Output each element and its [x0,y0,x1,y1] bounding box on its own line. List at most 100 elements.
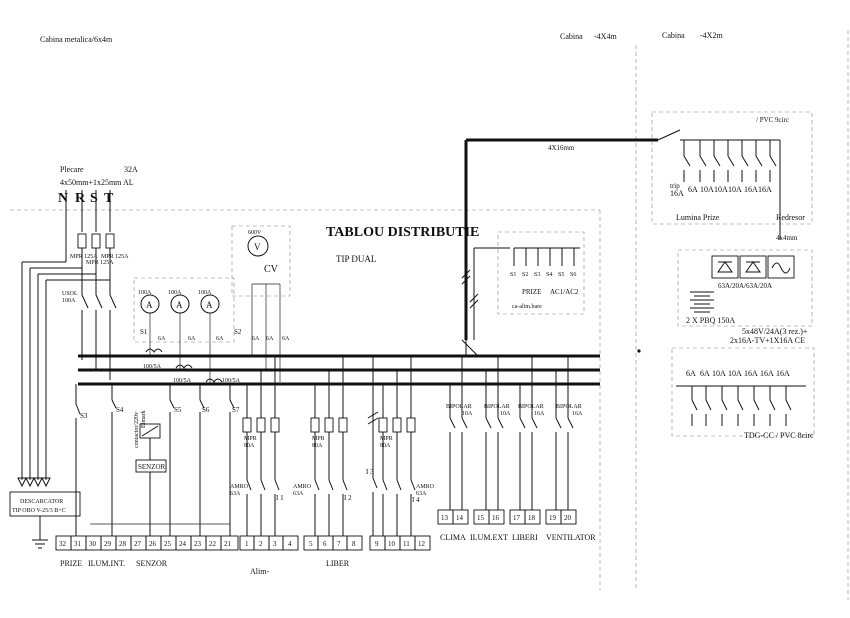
arrester-leads [17,261,110,488]
svg-text:AMRO: AMRO [293,484,312,490]
svg-text:17: 17 [513,514,521,522]
svg-text:BIPOLAR: BIPOLAR [484,404,510,410]
svg-text:trip: trip [670,182,680,190]
sockets-box [497,231,585,315]
svg-text:80A: 80A [244,443,255,449]
switch-s6: S6 [202,406,210,414]
svg-text:30: 30 [89,540,97,548]
svg-text:80A: 80A [380,443,391,449]
amro-group-1: MPR 80A AMRO 63A I 1 [230,356,284,536]
svg-text:A: A [206,300,213,310]
right-top-title: / PVC 9circ [756,116,789,124]
switch-s7: S7 [232,406,240,414]
svg-text:6A: 6A [688,185,698,194]
svg-text:23: 23 [194,540,202,548]
svg-text:S3: S3 [534,272,540,278]
svg-text:S1: S1 [140,328,148,336]
right-mid-cable: 4x4mm [776,234,798,242]
svg-text:S6: S6 [570,272,576,278]
label-senzor: SENZOR [136,559,168,568]
svg-text:10A: 10A [700,185,714,194]
svg-text:80A: 80A [312,443,323,449]
feed-current: 32A [124,165,138,174]
socket-breakers [513,247,580,266]
svg-text:63A: 63A [293,491,304,497]
svg-text:28: 28 [119,540,127,548]
svg-text:16A: 16A [776,369,790,378]
svg-text:8: 8 [352,540,356,548]
label-liberi: LIBERI [512,533,538,542]
svg-text:10A: 10A [712,369,726,378]
svg-text:25: 25 [164,540,172,548]
label-liber: LIBER [326,559,350,568]
cabinet-left-label: Cabina metalica/6x4m [40,35,113,44]
bipolar-1: BIPOLAR 10A [446,356,473,510]
svg-text:16A: 16A [670,189,684,198]
svg-text:16A: 16A [760,369,774,378]
switch-s4: S4 [116,406,124,414]
svg-text:BIPOLAR: BIPOLAR [446,404,472,410]
cabinet-mid-cable: -4X4m [594,32,617,41]
sockets-caption: ca-alim.bare [512,304,542,310]
svg-text:BIPOLAR: BIPOLAR [518,404,544,410]
right-bot-panel [671,347,815,437]
svg-text:31: 31 [74,540,82,548]
svg-text:MPR: MPR [312,436,325,442]
svg-text:MPR 125A: MPR 125A [70,254,98,260]
svg-text:4: 4 [288,540,292,548]
svg-text:CV: CV [264,264,279,275]
right-top-panel [651,111,813,225]
svg-text:6A: 6A [158,336,166,342]
feed-label: Plecare [60,165,84,174]
svg-text:27: 27 [134,540,142,548]
svg-text:S5: S5 [558,272,564,278]
voltmeter-group: V 600V CV S2 6A 6A 6A [231,225,291,382]
diagram-title: TABLOU DISTRIBUTIE [326,225,479,240]
svg-text:MPR: MPR [380,436,393,442]
sensor-box [135,459,167,473]
right-bot-breakers [676,385,806,426]
terminal-strip-mid: 9 10 11 12 [369,535,431,551]
svg-text:6A: 6A [252,336,260,342]
contactor-label: contactor/220v [134,412,140,448]
arrester-type: TIP OBO V-25/3 B+C [12,508,66,514]
svg-text:16A: 16A [758,185,772,194]
label-ventilator: VENTILATOR [546,533,596,542]
svg-text:7: 7 [337,540,341,548]
svg-text:13: 13 [441,514,449,522]
phase-s: S [90,191,98,206]
right-mid-panel [677,249,813,327]
svg-text:6A: 6A [282,336,290,342]
battery-label: 2 X PBQ 150A [686,316,735,325]
svg-text:21: 21 [224,540,232,548]
current-transformers: 100/5A 100/5A 100/5A [143,348,241,384]
right-bot-title: TDG-CC / PVC 8circ [744,431,814,440]
svg-text:S4: S4 [546,272,552,278]
svg-text:24: 24 [179,540,187,548]
feed-conductors [65,190,111,262]
label-alim: Alim- [250,567,269,576]
switch-s3: S3 [80,412,88,420]
label-ilum-ext: ILUM.EXT [470,533,508,542]
svg-text:11: 11 [403,540,410,548]
svg-text:29: 29 [104,540,112,548]
dot-mark [637,349,641,353]
isolator-switch [81,294,117,380]
svg-text:15: 15 [477,514,485,522]
lumina-prize: Lumina Prize [676,213,720,222]
label-clima: CLIMA [440,533,466,542]
svg-text:AMRO: AMRO [416,484,435,490]
amro-group-2: MPR 80A AMRO 63A I 2 [293,356,352,536]
svg-text:MPR 125A: MPR 125A [86,260,114,266]
isolator-rating: 100A [62,298,76,304]
sockets-ac: AC1/AC2 [550,288,579,296]
svg-text:100A: 100A [168,290,182,296]
svg-text:6A: 6A [700,369,710,378]
bipolar-4: BIPOLAR 16A [555,356,583,510]
svg-text:32: 32 [59,540,67,548]
svg-text:10A: 10A [728,185,742,194]
label-ilum-int: ILUM.INT. [88,559,125,568]
svg-text:10A: 10A [714,185,728,194]
svg-text:V: V [254,242,261,252]
